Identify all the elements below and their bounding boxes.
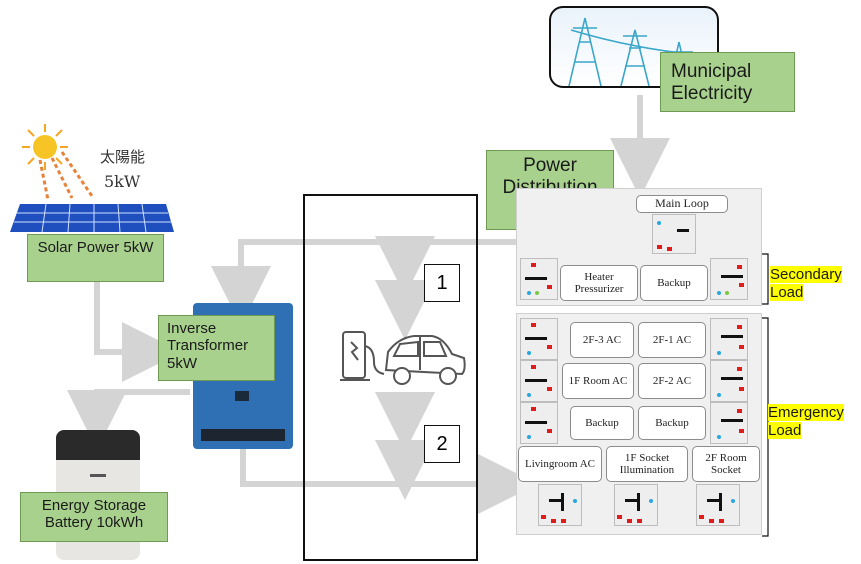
breaker-main: [652, 214, 696, 254]
breaker-sec-right: [710, 258, 748, 300]
circuit-1froom-ac: 1F Room AC: [562, 363, 634, 399]
breaker-em-r3: [710, 402, 748, 444]
breaker-sec-left: [520, 258, 558, 300]
circuit-main-loop: Main Loop: [636, 195, 728, 213]
breaker-em-l2: [520, 360, 558, 402]
ev-charger-frame: [303, 194, 478, 561]
secondary-load-label: Secondary Load: [770, 266, 842, 301]
solar-chinese-kw: 5kW: [104, 172, 141, 191]
municipal-electricity-label: Municipal Electricity: [660, 52, 795, 112]
circuit-livingroom-ac: Livingroom AC: [518, 446, 602, 482]
solar-panel-icon: [10, 204, 174, 233]
circuit-backup-secondary: Backup: [640, 265, 708, 301]
circuit-2f1-ac: 2F-1 AC: [638, 322, 706, 358]
solar-power-label: Solar Power 5kW: [27, 234, 164, 282]
sun-icon: [22, 124, 68, 170]
breaker-em-l1: [520, 318, 558, 360]
emergency-load-label: Emergency Load: [768, 404, 844, 439]
circuit-2f3-ac: 2F-3 AC: [570, 322, 634, 358]
breaker-bottom-1: [538, 484, 582, 526]
inverse-transformer-label: Inverse Transformer 5kW: [158, 315, 275, 381]
breaker-em-r1: [710, 318, 748, 360]
breaker-em-l3: [520, 402, 558, 444]
marker-2-box: 2: [424, 425, 460, 463]
circuit-heater-pressurizer: Heater Pressurizer: [560, 265, 638, 301]
battery-label: Energy Storage Battery 10kWh: [20, 492, 168, 542]
circuit-1f-socket-illumination: 1F Socket Illumination: [606, 446, 688, 482]
ev-charging-car-icon: [340, 331, 466, 385]
circuit-backup-em-2: Backup: [638, 406, 706, 440]
marker-1-box: 1: [424, 264, 460, 302]
solar-chinese-text: 太陽能: [100, 148, 146, 166]
battery-link-line: [67, 389, 190, 450]
circuit-backup-em-1: Backup: [570, 406, 634, 440]
breaker-bottom-3: [696, 484, 740, 526]
breaker-bottom-2: [614, 484, 658, 526]
circuit-2f-room-socket: 2F Room Socket: [692, 446, 760, 482]
breaker-em-r2: [710, 360, 748, 402]
solar-feed-line: [94, 282, 182, 382]
circuit-2f2-ac: 2F-2 AC: [638, 363, 706, 399]
